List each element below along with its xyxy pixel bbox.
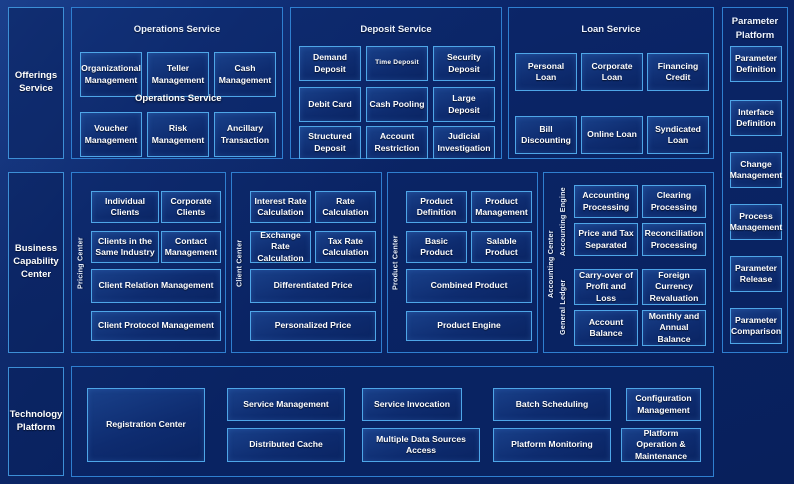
cell-clearing-processing[interactable]: Clearing Processing: [642, 185, 706, 218]
cell-parameter-definition[interactable]: Parameter Definition: [730, 46, 782, 82]
cell-corporate-clients[interactable]: Corporate Clients: [161, 191, 221, 223]
parameter-platform-title-line1: Parameter: [731, 16, 779, 27]
cell-bill-discounting[interactable]: Bill Discounting: [515, 116, 577, 154]
cell-parameter-release[interactable]: Parameter Release: [730, 256, 782, 292]
cell-basic-product[interactable]: Basic Product: [406, 231, 467, 263]
cell-price-and-tax-separated[interactable]: Price and Tax Separated: [574, 223, 638, 256]
cell-monthly-and-annual-balance[interactable]: Monthly and Annual Balance: [642, 310, 706, 346]
cell-financing-credit[interactable]: Financing Credit: [647, 53, 709, 91]
cell-time-deposit[interactable]: Time Deposit: [366, 46, 428, 81]
group-accounting-center: Accounting Center Accounting Engine Gene…: [543, 172, 714, 353]
vertical-label-pricing-center: Pricing Center: [75, 237, 85, 289]
cell-differentiated-price[interactable]: Differentiated Price: [250, 269, 376, 303]
cell-client-protocol-management[interactable]: Client Protocol Management: [91, 311, 221, 341]
vertical-label-client-center: Client Center: [234, 239, 244, 287]
cell-voucher-management[interactable]: Voucher Management: [80, 112, 142, 157]
parameter-platform-title-line2: Platform: [735, 30, 775, 41]
cell-structured-deposit[interactable]: Structured Deposit: [299, 126, 361, 159]
cell-salable-product[interactable]: Salable Product: [471, 231, 532, 263]
cell-account-restriction[interactable]: Account Restriction: [366, 126, 428, 159]
cell-distributed-cache[interactable]: Distributed Cache: [227, 428, 345, 462]
row-label-business-capability-center-text: Business Capability Center: [13, 243, 59, 280]
cell-cash-management[interactable]: Cash Management: [214, 52, 276, 97]
cell-configuration-management[interactable]: Configuration Management: [626, 388, 701, 421]
cell-demand-deposit[interactable]: Demand Deposit: [299, 46, 361, 81]
cell-corporate-loan[interactable]: Corporate Loan: [581, 53, 643, 91]
group-client-center: Client Center Interest Rate Calculation …: [231, 172, 382, 353]
cell-risk-management[interactable]: Risk Management: [147, 112, 209, 157]
cell-accounting-processing[interactable]: Accounting Processing: [574, 185, 638, 218]
cell-large-deposit[interactable]: Large Deposit: [433, 87, 495, 122]
cell-foreign-currency-revaluation[interactable]: Foreign Currency Revaluation: [642, 269, 706, 305]
cell-service-management[interactable]: Service Management: [227, 388, 345, 421]
row-label-offerings-service-text: Offerings Service: [14, 70, 58, 94]
cell-judicial-investigation[interactable]: Judicial Investigation: [433, 126, 495, 159]
cell-individual-clients[interactable]: Individual Clients: [91, 191, 159, 223]
vertical-label-general-ledger: General Ledger: [558, 279, 567, 335]
cell-carry-over-of-profit-and-loss[interactable]: Carry-over of Profit and Loss: [574, 269, 638, 305]
group-title-loan-service: Loan Service: [581, 24, 641, 35]
group-parameter-platform: Parameter Platform Parameter Definition …: [722, 7, 788, 353]
row-label-offerings-service: Offerings Service: [8, 7, 64, 159]
cell-interest-rate-calculation[interactable]: Interest Rate Calculation: [250, 191, 311, 223]
group-title-operations-service-overlay: Operations Service: [135, 93, 222, 104]
cell-platform-operation-maintenance[interactable]: Platform Operation & Maintenance: [621, 428, 701, 462]
cell-clients-in-the-same-industry[interactable]: Clients in the Same Industry: [91, 231, 159, 263]
cell-batch-scheduling[interactable]: Batch Scheduling: [493, 388, 611, 421]
cell-personalized-price[interactable]: Personalized Price: [250, 311, 376, 341]
cell-debit-card[interactable]: Debit Card: [299, 87, 361, 122]
cell-organizational-management[interactable]: Organizational Management: [80, 52, 142, 97]
group-pricing-center: Pricing Center Individual Clients Corpor…: [71, 172, 226, 353]
row-label-business-capability-center: Business Capability Center: [8, 172, 64, 353]
cell-service-invocation[interactable]: Service Invocation: [362, 388, 462, 421]
cell-cash-pooling[interactable]: Cash Pooling: [366, 87, 428, 122]
group-technology-platform: Registration Center Service Management D…: [71, 366, 714, 477]
cell-process-management[interactable]: Process Management: [730, 204, 782, 240]
group-operations-service: Operations Service Organizational Manage…: [71, 7, 283, 159]
vertical-label-product-center: Product Center: [390, 235, 400, 291]
cell-interface-definition[interactable]: Interface Definition: [730, 100, 782, 136]
group-deposit-service: Deposit Service Demand Deposit Time Depo…: [290, 7, 502, 159]
cell-rate-calculation[interactable]: Rate Calculation: [315, 191, 376, 223]
cell-teller-management[interactable]: Teller Management: [147, 52, 209, 97]
cell-product-engine[interactable]: Product Engine: [406, 311, 532, 341]
cell-account-balance[interactable]: Account Balance: [574, 310, 638, 346]
cell-ancillary-transaction[interactable]: Ancillary Transaction: [214, 112, 276, 157]
cell-syndicated-loan[interactable]: Syndicated Loan: [647, 116, 709, 154]
group-title-deposit-service: Deposit Service: [360, 24, 432, 35]
vertical-label-accounting-center: Accounting Center: [546, 230, 555, 298]
vertical-label-accounting-engine: Accounting Engine: [558, 187, 567, 257]
cell-contact-management[interactable]: Contact Management: [161, 231, 221, 263]
cell-parameter-comparison[interactable]: Parameter Comparison: [730, 308, 782, 344]
cell-security-deposit[interactable]: Security Deposit: [433, 46, 495, 81]
cell-tax-rate-calculation[interactable]: Tax Rate Calculation: [315, 231, 376, 263]
row-label-technology-platform-text: Technology Platform: [9, 408, 63, 433]
row-label-technology-platform: Technology Platform: [8, 367, 64, 476]
cell-exchange-rate-calculation[interactable]: Exchange Rate Calculation: [250, 230, 311, 263]
group-title-operations-service: Operations Service: [133, 24, 221, 35]
cell-registration-center[interactable]: Registration Center: [87, 388, 205, 462]
group-loan-service: Loan Service Personal Loan Corporate Loa…: [508, 7, 714, 159]
cell-multiple-data-sources-access[interactable]: Multiple Data Sources Access: [362, 428, 480, 462]
cell-online-loan[interactable]: Online Loan: [581, 116, 643, 154]
group-product-center: Product Center Product Definition Produc…: [387, 172, 538, 353]
cell-platform-monitoring[interactable]: Platform Monitoring: [493, 428, 611, 462]
cell-change-management[interactable]: Change Management: [730, 152, 782, 188]
cell-combined-product[interactable]: Combined Product: [406, 269, 532, 303]
cell-personal-loan[interactable]: Personal Loan: [515, 53, 577, 91]
cell-product-definition[interactable]: Product Definition: [406, 191, 467, 223]
cell-product-management[interactable]: Product Management: [471, 191, 532, 223]
cell-reconciliation-processing[interactable]: Reconciliation Processing: [642, 223, 706, 256]
cell-client-relation-management[interactable]: Client Relation Management: [91, 269, 221, 303]
